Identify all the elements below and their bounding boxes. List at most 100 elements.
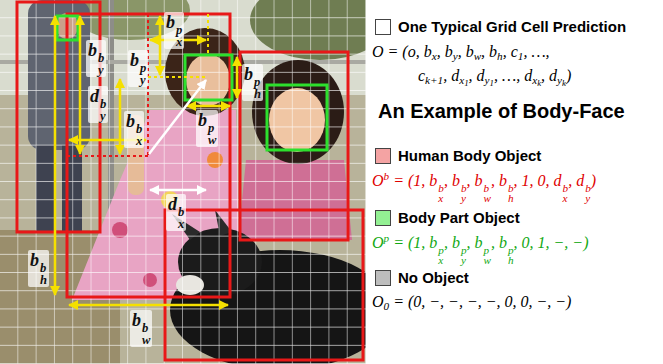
math-symbol: , b: [458, 43, 474, 60]
math-symbol: , …, d: [494, 67, 532, 84]
formula: O = (o, bx, by, bw, bh, c1, …,: [372, 42, 550, 64]
subscript: k+1: [425, 74, 443, 86]
legend-label: Human Body Object: [398, 147, 541, 164]
superscript: b: [585, 183, 591, 194]
legend-swatch: [375, 270, 391, 286]
index-stack: by: [100, 99, 106, 123]
math-symbol: = (1, b: [389, 234, 437, 251]
index-stack: pw: [208, 123, 216, 147]
legend-item: Human Body Object: [375, 147, 541, 164]
superscript: b: [100, 99, 106, 111]
math-symbol: , 1, 0, d: [514, 172, 562, 189]
index-stack: bw: [142, 323, 150, 347]
subscript: y: [140, 75, 146, 87]
subscript: x: [178, 219, 184, 231]
math-symbol: b: [30, 250, 39, 270]
dimension-label: bph: [242, 64, 263, 101]
math-symbol: ): [566, 67, 571, 84]
dimension-label: bbh: [28, 250, 49, 287]
formula: Op = (1, bpx, bpy, bpw, bph, 0, 1, −, −): [372, 232, 588, 266]
superscript: b: [142, 323, 150, 335]
index-stack: pw: [483, 245, 490, 266]
superscript: b: [508, 183, 514, 194]
subscript: h: [40, 275, 47, 287]
dimension-label: dbx: [166, 194, 186, 231]
subscript: x: [563, 193, 569, 204]
subscript: 1: [490, 78, 494, 88]
index-stack: bh: [40, 263, 47, 287]
index-stack: bx: [563, 183, 569, 204]
subscript: w: [483, 255, 490, 266]
superscript: p: [140, 63, 146, 75]
legend-label: Body Part Object: [398, 209, 520, 226]
legend-label: One Typical Grid Cell Prediction: [398, 18, 626, 35]
subscript: y: [461, 193, 467, 204]
subscript: h: [497, 50, 503, 62]
legend-swatch: [375, 19, 391, 35]
dimension-label: bbw: [130, 310, 152, 347]
math-symbol: , b: [481, 43, 497, 60]
subscript: y: [585, 193, 591, 204]
subscript: y: [100, 111, 106, 123]
subscript: 0: [384, 300, 390, 312]
subscript: 1: [518, 50, 524, 62]
superscript: p: [254, 77, 261, 89]
math-symbol: b: [244, 64, 253, 84]
formula: Ob = (1, bbx, bby, bbw, bbh, 1, 0, dbx, …: [372, 170, 596, 204]
superscript: b: [461, 183, 467, 194]
math-symbol: b: [88, 40, 97, 60]
superscript: b: [136, 124, 142, 136]
subscript: y: [461, 255, 467, 266]
subscript: k: [562, 78, 566, 88]
math-symbol: , b: [444, 172, 460, 189]
math-symbol: = (1, b: [389, 172, 437, 189]
subscript: y: [453, 50, 458, 62]
math-symbol: , b: [466, 234, 482, 251]
index-stack: bh: [508, 183, 514, 204]
bounding-boxes: [17, 2, 363, 360]
superscript: p: [483, 245, 490, 256]
math-symbol: , c: [503, 43, 518, 60]
math-symbol: b: [166, 12, 175, 32]
subscript: w: [483, 193, 490, 204]
superscript: p: [208, 123, 216, 135]
index-stack: bx: [178, 207, 184, 231]
math-symbol: O = (o, b: [372, 43, 432, 60]
subscript: w: [474, 50, 481, 62]
math-symbol: , b: [444, 234, 460, 251]
superscript: b: [178, 207, 184, 219]
subscript: x: [176, 37, 182, 49]
index-stack: ph: [508, 245, 514, 266]
superscript: b: [438, 183, 444, 194]
math-symbol: b: [198, 110, 207, 130]
superscript: b: [563, 183, 569, 194]
subscript: y: [98, 65, 104, 77]
index-stack: bx: [438, 183, 444, 204]
dimension-label: bby: [86, 40, 106, 77]
math-symbol: O: [372, 172, 384, 189]
math-symbol: , d: [469, 67, 485, 84]
legend-item: No Object: [375, 269, 469, 286]
subscript: x: [459, 74, 464, 86]
formula: ck+1, dx1, dy1, …, dxk, dyk): [418, 66, 571, 89]
subscript: x: [432, 50, 437, 62]
index-stack: py: [140, 63, 146, 87]
math-symbol: c: [418, 67, 425, 84]
superscript: p: [384, 232, 390, 244]
legend-swatch: [375, 148, 391, 164]
index-stack: px: [438, 245, 444, 266]
subscript: h: [254, 89, 261, 101]
dimension-label: bpy: [128, 50, 148, 87]
math-symbol: d: [168, 194, 177, 214]
math-symbol: O: [372, 293, 384, 310]
superscript: p: [438, 245, 444, 256]
subscript: 1: [464, 78, 468, 88]
math-symbol: b: [130, 50, 139, 70]
superscript: p: [508, 245, 514, 256]
math-symbol: b: [132, 310, 141, 330]
math-symbol: , …,: [523, 43, 549, 60]
heading: An Example of Body-Face: [378, 100, 625, 123]
subscript: x: [136, 136, 142, 148]
index-stack: bw: [483, 183, 490, 204]
math-symbol: , 0, 1, −, −): [514, 234, 589, 251]
